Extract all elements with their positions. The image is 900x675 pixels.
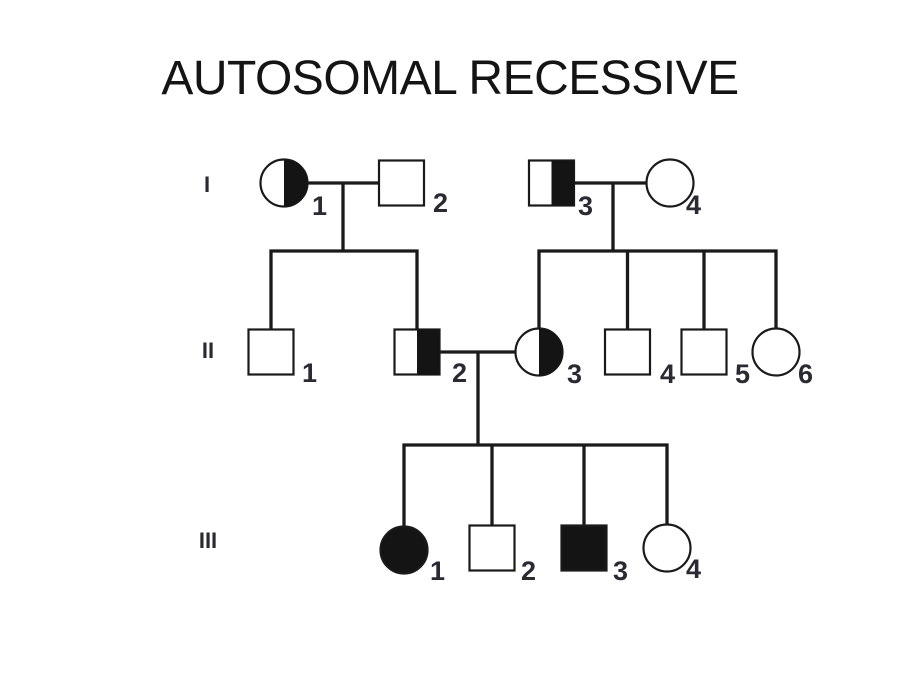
- individual-II-6: 6: [751, 327, 813, 389]
- individual-III-1-number: 1: [430, 556, 445, 586]
- individual-II-2-carrier-half: [417, 329, 440, 375]
- individual-III-1-shape: [379, 525, 429, 575]
- individual-I-4-shape: [645, 158, 695, 208]
- individual-II-5-shape: [680, 328, 728, 376]
- individual-I-3-carrier-half: [551, 160, 574, 206]
- individual-I-2-shape: [377, 159, 426, 207]
- individual-III-3-number: 3: [613, 556, 628, 586]
- sibship-line-II2-II3: [402, 443, 669, 527]
- individual-II-1: 1: [247, 328, 317, 388]
- individual-II-1-shape: [247, 328, 295, 376]
- individual-III-4-shape: [642, 523, 692, 573]
- individual-III-4-number: 4: [686, 554, 701, 584]
- generation-label-I: I: [204, 172, 210, 197]
- individual-I-4-number: 4: [686, 190, 701, 220]
- slide-title: AUTOSOMAL RECESSIVE: [161, 52, 739, 105]
- individual-II-5-number: 5: [735, 359, 750, 389]
- generation-label-II: II: [202, 338, 214, 363]
- individual-I-1-carrier-half: [284, 159, 308, 207]
- individual-I-1-number: 1: [312, 191, 327, 221]
- individual-II-2-number: 2: [452, 358, 467, 388]
- individual-III-2-shape: [468, 524, 516, 572]
- individual-I-3: 3: [527, 159, 593, 221]
- individual-III-2: 2: [468, 524, 536, 586]
- generation-label-III: III: [199, 528, 217, 553]
- individual-III-1: 1: [379, 525, 445, 586]
- individual-II-4-number: 4: [660, 359, 675, 389]
- sibship-line-I3-I4: [537, 249, 778, 330]
- individual-II-4-shape: [603, 328, 652, 376]
- individual-II-2: 2: [393, 328, 467, 388]
- individual-III-2-number: 2: [521, 556, 536, 586]
- individual-I-2: 2: [377, 159, 448, 218]
- individual-II-3-carrier-half: [539, 328, 563, 376]
- individual-I-2-number: 2: [433, 188, 448, 218]
- individual-I-3-number: 3: [578, 191, 593, 221]
- individual-I-4: 4: [645, 158, 701, 220]
- individual-II-1-number: 1: [302, 358, 317, 388]
- individual-II-3: 3: [514, 327, 582, 389]
- individual-II-6-shape: [751, 327, 801, 377]
- individual-I-1: 1: [259, 158, 327, 221]
- individual-III-3: 3: [560, 524, 628, 586]
- individual-II-3-number: 3: [567, 359, 582, 389]
- individual-II-6-number: 6: [798, 359, 813, 389]
- sibship-line-I1-I2: [269, 249, 419, 331]
- individual-II-5: 5: [680, 328, 750, 389]
- individual-II-4: 4: [603, 328, 675, 389]
- individual-III-3-shape: [560, 524, 608, 572]
- individual-III-4: 4: [642, 523, 701, 584]
